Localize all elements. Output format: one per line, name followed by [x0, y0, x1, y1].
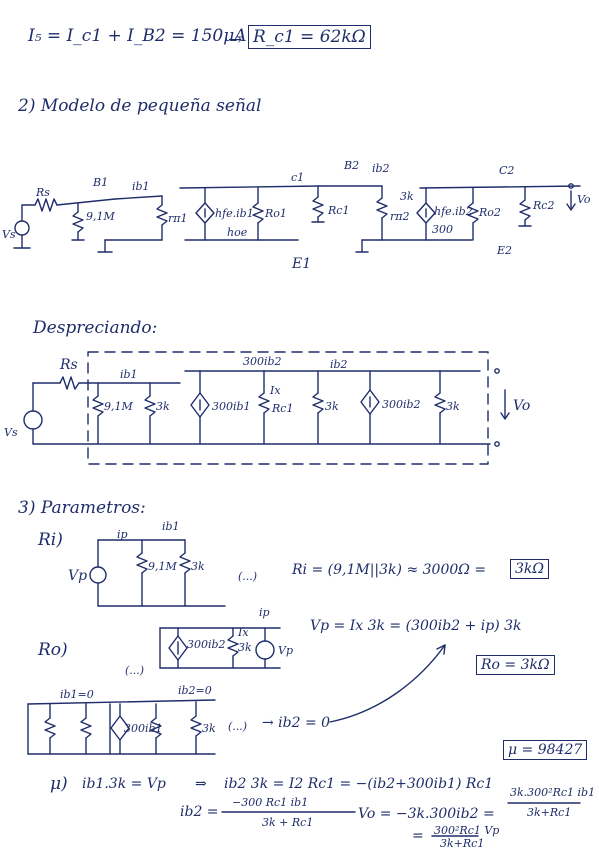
mu-ib2-lhs: ib2 =: [180, 804, 219, 820]
circuit-simplified: [23, 351, 510, 465]
label-rs: Rs: [36, 186, 50, 199]
simpl-dep2: 300ib2: [382, 398, 421, 411]
ro-vp: Vp: [278, 644, 293, 657]
mu-frac1-num: −300 Rc1 ib1: [232, 796, 309, 809]
circuit-ro-reduced: [27, 644, 446, 755]
label-hoe1: hoe: [227, 226, 248, 239]
ri-result: 3kΩ: [510, 559, 549, 579]
circuit-ri: [89, 539, 226, 607]
label-gm2: hfe.ib2: [434, 205, 473, 218]
ro-dots: (...): [125, 664, 145, 677]
simpl-vo: Vo: [513, 398, 531, 414]
mu-frac2-den: 3k+Rc1: [527, 806, 572, 819]
section3-title: 3) Parametros:: [18, 498, 146, 518]
ro-result: Ro = 3kΩ: [476, 655, 555, 675]
label-gm1: hfe.ib1: [215, 207, 254, 220]
mu-implies: ⇒: [195, 776, 207, 792]
label-vs: Vs: [2, 228, 16, 241]
mu-frac3-num: 300²Rc1 Vp: [434, 824, 500, 837]
label-r91m: 9,1M: [86, 210, 115, 223]
ro-3k: 3k: [238, 641, 252, 654]
mu-fraction-bars: [221, 802, 581, 837]
simpl-3k-1: 3k: [156, 400, 170, 413]
label-rpi1: rπ1: [168, 212, 188, 225]
label-3k-a: 3k: [400, 190, 414, 203]
ri-ib1: ib1: [162, 520, 180, 533]
ri-ip: ip: [117, 528, 128, 541]
mu-frac3-den: 3k+Rc1: [440, 837, 485, 850]
label-rpi2: rπ2: [390, 210, 410, 223]
ro-ix: Ix: [238, 626, 249, 639]
simpl-ib2: ib2: [330, 358, 348, 371]
mu-frac2-num: 3k.300²Rc1 ib1: [510, 786, 596, 799]
arrow-glyph: →: [228, 30, 243, 50]
ro2-dots: (...): [228, 720, 248, 733]
label-e2: E2: [497, 244, 513, 257]
mu-vo-lhs: Vo = −3k.300ib2 =: [358, 806, 495, 822]
ro2-dep: 300ib1: [124, 722, 163, 735]
mu-result: μ = 98427: [503, 740, 588, 760]
label-ib2: ib2: [372, 162, 390, 175]
simpl-ib2top: 300ib2: [243, 355, 282, 368]
mu-eq2: ib2 3k = I2 Rc1 = −(ib2+300ib1) Rc1: [224, 776, 494, 792]
simpl-rc1: Rc1: [272, 402, 294, 415]
simpl-ix: Ix: [270, 384, 281, 397]
simpl-3k-3: 3k: [446, 400, 460, 413]
simpl-rs: Rs: [60, 357, 78, 373]
ri-dots: (...): [238, 570, 258, 583]
rc1-result: R_c1 = 62kΩ: [248, 25, 371, 49]
ri-label: Ri): [38, 530, 63, 550]
ro2-ib1: ib1=0: [60, 688, 94, 701]
simpl-dep1: 300ib1: [212, 400, 251, 413]
ri-r3k: 3k: [191, 560, 205, 573]
label-c1: c1: [291, 171, 305, 184]
mu-equals: =: [412, 828, 424, 844]
label-rc1: Rc1: [328, 204, 350, 217]
mu-eq1: ib1.3k = Vp: [82, 776, 166, 792]
ri-vp: Vp: [68, 568, 88, 584]
label-ro2: Ro2: [479, 206, 501, 219]
ro-label: Ro): [38, 640, 68, 660]
ri-r91m: 9,1M: [148, 560, 177, 573]
ro-equation: Vp = Ix 3k = (300ib2 + ip) 3k: [310, 618, 522, 634]
circuit-small-signal: [13, 183, 581, 253]
label-c2: C2: [499, 164, 515, 177]
label-rc2: Rc2: [533, 199, 555, 212]
top-equation: I₅ = I_c1 + I_B2 = 150μA: [28, 26, 247, 46]
simpl-ib1: ib1: [120, 368, 138, 381]
label-ro1: Ro1: [265, 207, 287, 220]
label-300: 300: [432, 223, 453, 236]
mu-label: μ): [50, 774, 68, 794]
ro2-ib2: ib2=0: [178, 684, 212, 697]
ro-ip: ip: [259, 606, 270, 619]
simpl-3k-2: 3k: [325, 400, 339, 413]
simpl-r91m: 9,1M: [104, 400, 133, 413]
label-vo: Vo: [577, 193, 591, 206]
simpl-vs: Vs: [4, 426, 18, 439]
label-e1: E1: [292, 256, 312, 272]
section2-title: 2) Modelo de pequeña señal: [18, 96, 262, 116]
label-b2: B2: [344, 159, 360, 172]
ri-equation: Ri = (9,1M||3k) ≈ 3000Ω =: [292, 562, 487, 578]
circuit-ro: [159, 627, 281, 669]
section-simplified-title: Despreciando:: [33, 318, 158, 338]
ro2-3k: 3k: [202, 722, 216, 735]
label-ib1: ib1: [132, 180, 150, 193]
ro-dep: 300ib2: [187, 638, 226, 651]
ro2-equation: → ib2 = 0: [262, 715, 331, 731]
mu-frac1-den: 3k + Rc1: [262, 816, 314, 829]
label-b1: B1: [93, 176, 109, 189]
